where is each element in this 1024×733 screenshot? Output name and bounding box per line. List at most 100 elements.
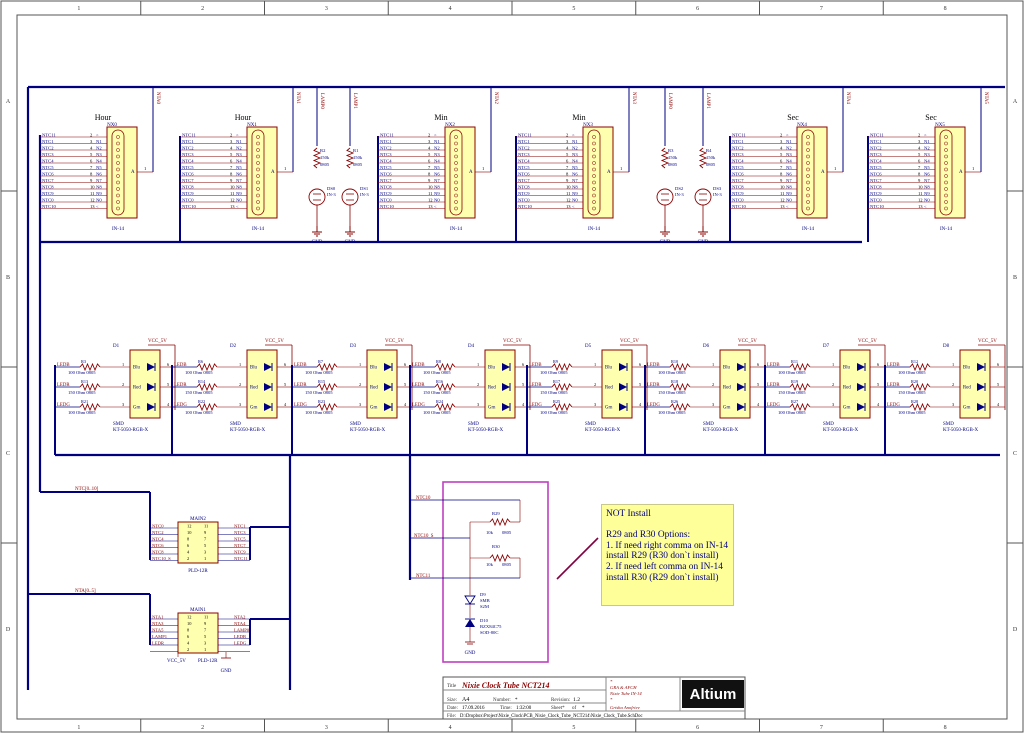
led-d4-lpin-2: 3 xyxy=(477,402,479,407)
nixie-nx1-pinnum: 3 xyxy=(230,139,233,144)
nixie-nx2-digit xyxy=(454,174,458,178)
nixie-nx1-anode-net: NTA1 xyxy=(295,92,300,104)
led-d1-diode-2 xyxy=(147,403,155,411)
nixie-nx5-pinnum: 11 xyxy=(918,191,923,196)
nixie-nx2-pinnum: 13 xyxy=(428,204,433,209)
nixie-nx1-pinnum: 10 xyxy=(230,184,235,189)
nixie-nx0-pinname: N6 xyxy=(96,171,102,176)
led-d4-res-2 xyxy=(434,402,456,412)
main1-lnet-1: NTA3 xyxy=(152,621,164,626)
led-d8-footer2: KT-5050-RGB-X xyxy=(943,428,978,433)
lamp-ds1-net: LAMP1 xyxy=(352,93,357,109)
led-d4-pin-2: 4 xyxy=(522,402,525,407)
nixie-nx4-pinname: N8 xyxy=(786,184,792,189)
nixie-nx4-digit xyxy=(806,193,810,198)
nixie-nx3-digit xyxy=(592,161,596,165)
main1-rnet-3: LEDB xyxy=(234,634,246,639)
nixie-nx3-pinnum: 9 xyxy=(566,178,569,183)
nixie-nx5-digit xyxy=(944,174,948,178)
nixie-nx4-net-ntc7: NTC7 xyxy=(732,178,744,183)
nixie-nx2-pinname: N4 xyxy=(434,158,440,163)
led-d4-pin-1: 5 xyxy=(522,382,524,387)
main1-rnum-4: 3 xyxy=(204,640,207,645)
lamp-ds3-rref: R4 xyxy=(706,148,712,153)
border-row-right-D: D xyxy=(1013,627,1018,633)
nixie-nx3-net-ntc3: NTC3 xyxy=(518,152,530,157)
led-d7-vcc: VCC_5V xyxy=(858,339,877,344)
led-d2-color-2: Grn xyxy=(250,406,258,411)
lamp-ds2-part: IN-3 xyxy=(675,192,684,197)
led-d8-res-1 xyxy=(909,382,931,392)
lamp-ds3-resistor xyxy=(698,147,708,169)
led-d6-lpin-2: 3 xyxy=(712,402,714,407)
nixie-nx4-anode-num: 1 xyxy=(834,166,837,171)
nixie-nx4-pinnum: 3 xyxy=(780,139,783,144)
nixie-nx1-pinnum: 6 xyxy=(230,158,233,163)
nixie-nx3-digit xyxy=(592,135,596,139)
comma-d9-part: S2M xyxy=(480,604,489,609)
nixie-nx1-pinnum: 13 xyxy=(230,204,235,209)
led-d4-ref: D4 xyxy=(468,344,475,349)
main2-rnet-2: NTC5 xyxy=(234,536,246,541)
led-d6-vcc: VCC_5V xyxy=(738,339,757,344)
comma-r30-ref: R30 xyxy=(492,544,500,549)
led-d1-color-1: Red xyxy=(133,386,141,391)
nixie-nx0-digit xyxy=(116,161,120,165)
nixie-nx1-pinname: N3 xyxy=(236,152,242,157)
nixie-nx1-pinnum: 9 xyxy=(230,178,233,183)
nixie-nx1-part: IN-14 xyxy=(252,227,264,232)
nixie-nx4-pinname: > xyxy=(786,132,789,137)
nixie-nx0-anode-net: NTA0 xyxy=(155,92,160,104)
border-row-right-B: B xyxy=(1013,275,1017,281)
nixie-nx1-digit xyxy=(256,206,260,211)
nixie-nx1-net-ntc1: NTC1 xyxy=(182,139,194,144)
led-d3-lpin-0: 1 xyxy=(359,362,361,367)
nixie-nx5-digit xyxy=(944,206,948,211)
nixie-nx4-digit xyxy=(806,200,810,204)
led-d4-diode-2 xyxy=(502,403,510,411)
led-d8-net-ledg: LEDG xyxy=(887,403,900,408)
main2-lnum-1: 10 xyxy=(187,530,192,535)
nixie-nx1-pinnum: 8 xyxy=(230,171,233,176)
tb-title: Nixie Clock Tube NCT214 xyxy=(461,681,549,690)
nixie-nx0-digit xyxy=(116,141,120,146)
main1-lnum-0: 12 xyxy=(187,614,191,619)
border-col-top-7: 7 xyxy=(820,6,823,12)
tb-company-0: * xyxy=(610,679,613,684)
nixie-nx3-net-ntc9: NTC9 xyxy=(518,191,530,196)
nixie-nx1-net-ntc10: NTC10 xyxy=(182,204,196,209)
led-d6-color-1: Red xyxy=(723,386,731,391)
lamp-ds0-rref: R2 xyxy=(320,148,326,153)
nixie-nx4-anode-name: A xyxy=(821,170,825,175)
nixie-nx4-pinnum: 11 xyxy=(780,191,785,196)
led-d6-pin-2: 4 xyxy=(757,402,760,407)
nixie-nx0-net-ntc7: NTC7 xyxy=(42,178,54,183)
nixie-nx0-pinnum: 7 xyxy=(90,165,93,170)
main2-rnum-0: 11 xyxy=(204,523,208,528)
nixie-nx1-pinname: N9 xyxy=(236,191,242,196)
led-d3-lpin-2: 3 xyxy=(359,402,361,407)
main2-rnet-4: NTC9 xyxy=(234,549,246,554)
nixie-nx3-title: Min xyxy=(572,113,585,122)
led-d8-footer1: SMD xyxy=(943,422,954,427)
nixie-nx5-anode-net: NTA5 xyxy=(983,92,988,104)
tb-time-label: Time: xyxy=(500,706,512,711)
nixie-nx5-net-ntc7: NTC7 xyxy=(870,178,882,183)
main2-lnet-1: NTC2 xyxy=(152,530,164,535)
nixie-nx5-pinname: < xyxy=(924,204,927,209)
nixie-nx3-pinname: N8 xyxy=(572,184,578,189)
led-d1-pin-0: 6 xyxy=(167,362,170,367)
nixie-nx3-net-ntc6: NTC6 xyxy=(518,171,530,176)
nixie-nx1-digit xyxy=(256,193,260,198)
led-d3-net-ledg: LEDG xyxy=(294,403,307,408)
nixie-nx2-net-ntc0: NTC0 xyxy=(380,197,392,202)
main2-rnet-3: NTC7 xyxy=(234,543,246,548)
nixie-nx1-pinname: N4 xyxy=(236,158,242,163)
nixie-nx0-pinnum: 12 xyxy=(90,197,95,202)
border-col-bottom-3: 3 xyxy=(325,725,328,731)
led-d4-color-2: Grn xyxy=(488,406,496,411)
nixie-nx4-net-ntc11: NTC11 xyxy=(732,132,746,137)
main2-rnet-1: NTC3 xyxy=(234,530,246,535)
led-d2-net-ledr: LEDR xyxy=(174,383,187,388)
led-d8-color-1: Red xyxy=(963,386,971,391)
